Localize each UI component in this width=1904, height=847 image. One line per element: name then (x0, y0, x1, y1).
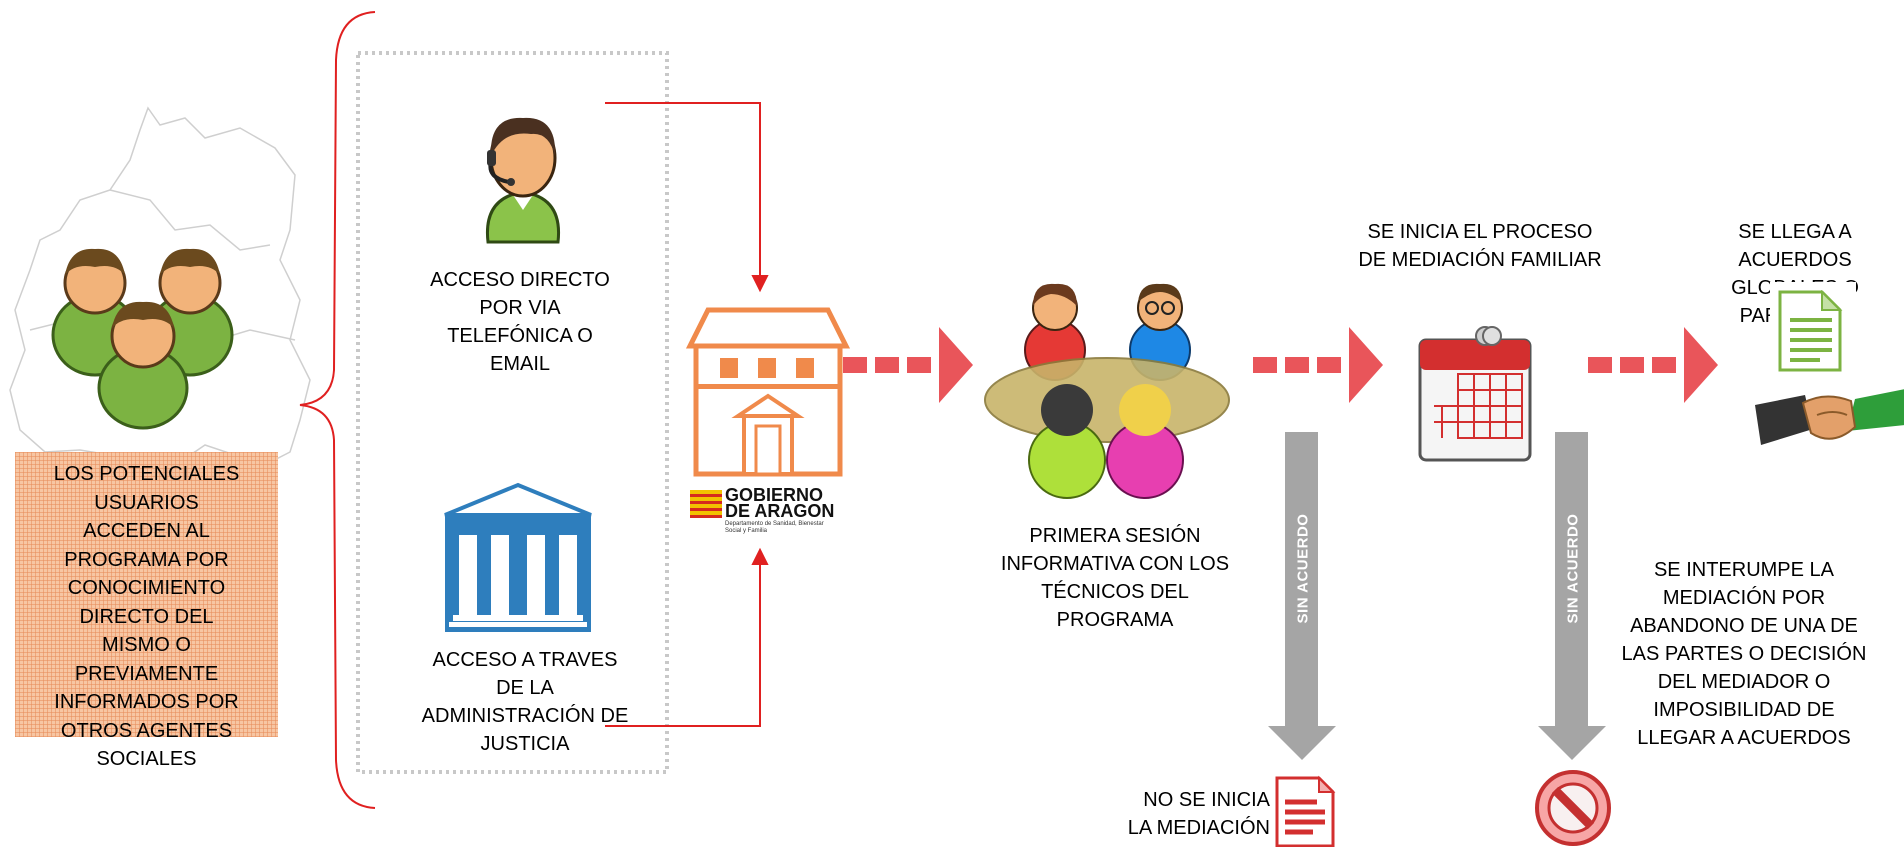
flow-arrows (843, 327, 1718, 403)
government-subtitle: Departamento de Sanidad, Bienestar Socia… (725, 521, 824, 534)
government-title-line: DE ARAGON (725, 501, 835, 521)
access-box (356, 51, 669, 774)
office-building-icon (685, 307, 851, 477)
prohibited-icon (1535, 770, 1611, 846)
process-start-label: SE INICIA EL PROCESO DE MEDIACIÓN FAMILI… (1320, 218, 1640, 274)
branch-arrow-1 (1268, 432, 1336, 760)
first-session-label: PRIMERA SESIÓN INFORMATIVA CON LOS TÉCNI… (975, 522, 1255, 634)
no-start-line: LA MEDIACIÓN (1127, 817, 1270, 839)
flow-arrow-2 (1253, 327, 1383, 403)
users-line: PREVIAMENTE (74, 662, 219, 685)
branch-arrows (1268, 432, 1606, 760)
users-line: ACCEDEN AL (83, 520, 210, 542)
calendar-icon (1418, 326, 1532, 462)
interrupt-line: LLEGAR A ACUERDOS (1637, 727, 1851, 749)
agreements-line: ACUERDOS (1738, 249, 1852, 271)
users-line: INFORMADOS POR (54, 691, 239, 713)
connector-lines (605, 102, 769, 727)
government-logo: GOBIERNO DE ARAGON Departamento de Sanid… (690, 485, 850, 543)
branch-label-1: SIN ACUERDO (1294, 513, 1312, 624)
branch-label-2: SIN ACUERDO (1564, 513, 1582, 624)
headset-operator-icon (485, 117, 561, 244)
agreements-line: SE LLEGA A (1738, 221, 1852, 243)
users-description: LOS POTENCIALES USUARIOS ACCEDEN AL PROG… (15, 460, 278, 774)
users-line: SOCIALES (96, 748, 197, 770)
access-phone-label: ACCESO DIRECTO POR VIA TELEFÓNICA O EMAI… (390, 266, 650, 378)
interrupt-line: DEL MEDIADOR O (1657, 671, 1831, 693)
government-title: GOBIERNO DE ARAGON (725, 485, 835, 521)
users-line: LOS POTENCIALES (53, 463, 240, 485)
no-start-line: NO SE INICIA (1143, 789, 1270, 811)
access-justice-label: ACCESO A TRAVES DE LA ADMINISTRACIÓN DE … (385, 646, 665, 758)
first-session-line: PROGRAMA (1056, 609, 1174, 631)
interrupt-line: IMPOSIBILIDAD DE (1653, 699, 1835, 721)
process-start-line: SE INICIA EL PROCESO (1367, 221, 1593, 243)
users-line: DIRECTO DEL (79, 605, 214, 628)
first-session-line: INFORMATIVA CON LOS (1000, 553, 1230, 575)
flow-arrow-3 (1588, 327, 1718, 403)
access-phone-line: POR VIA (479, 297, 561, 319)
users-line: PROGRAMA POR (64, 548, 229, 571)
handshake-icon (1755, 389, 1904, 445)
interrupt-label: SE INTERUMPE LA MEDIACIÓN POR ABANDONO D… (1585, 556, 1903, 752)
first-session-line: PRIMERA SESIÓN (1029, 525, 1201, 547)
courthouse-icon (444, 482, 592, 632)
first-session-line: TÉCNICOS DEL (1041, 581, 1189, 603)
interrupt-line: LAS PARTES O DECISIÓN (1621, 643, 1867, 665)
branch-arrow-2 (1538, 432, 1606, 760)
access-phone-line: EMAIL (489, 353, 551, 375)
users-line: USUARIOS (94, 491, 199, 514)
users-line: MISMO O (102, 634, 191, 656)
interrupt-line: ABANDONO DE UNA DE (1630, 615, 1858, 637)
access-phone-line: ACCESO DIRECTO (430, 269, 610, 291)
red-document-icon (1275, 775, 1336, 847)
interrupt-line: MEDIACIÓN POR (1662, 587, 1826, 609)
process-start-line: DE MEDIACIÓN FAMILIAR (1358, 249, 1602, 271)
access-phone-line: TELEFÓNICA O (447, 325, 593, 347)
access-justice-line: JUSTICIA (480, 733, 570, 755)
users-line: CONOCIMIENTO (67, 577, 226, 599)
users-description-box (15, 452, 278, 737)
access-justice-line: ADMINISTRACIÓN DE (421, 705, 629, 727)
government-title-line: GOBIERNO (725, 485, 824, 505)
users-line: OTROS AGENTES (60, 719, 233, 742)
meeting-table-icon (984, 283, 1230, 499)
access-justice-line: DE LA (496, 677, 554, 699)
grouping-brace (299, 11, 376, 809)
user-group-icon (51, 248, 234, 430)
aragon-flag-icon (690, 490, 722, 518)
no-start-label: NO SE INICIA LA MEDIACIÓN (1080, 786, 1270, 842)
flow-arrow-1 (843, 327, 973, 403)
interrupt-line: SE INTERUMPE LA (1653, 559, 1835, 581)
document-icon (1778, 290, 1843, 372)
access-justice-line: ACCESO A TRAVES (432, 649, 618, 671)
